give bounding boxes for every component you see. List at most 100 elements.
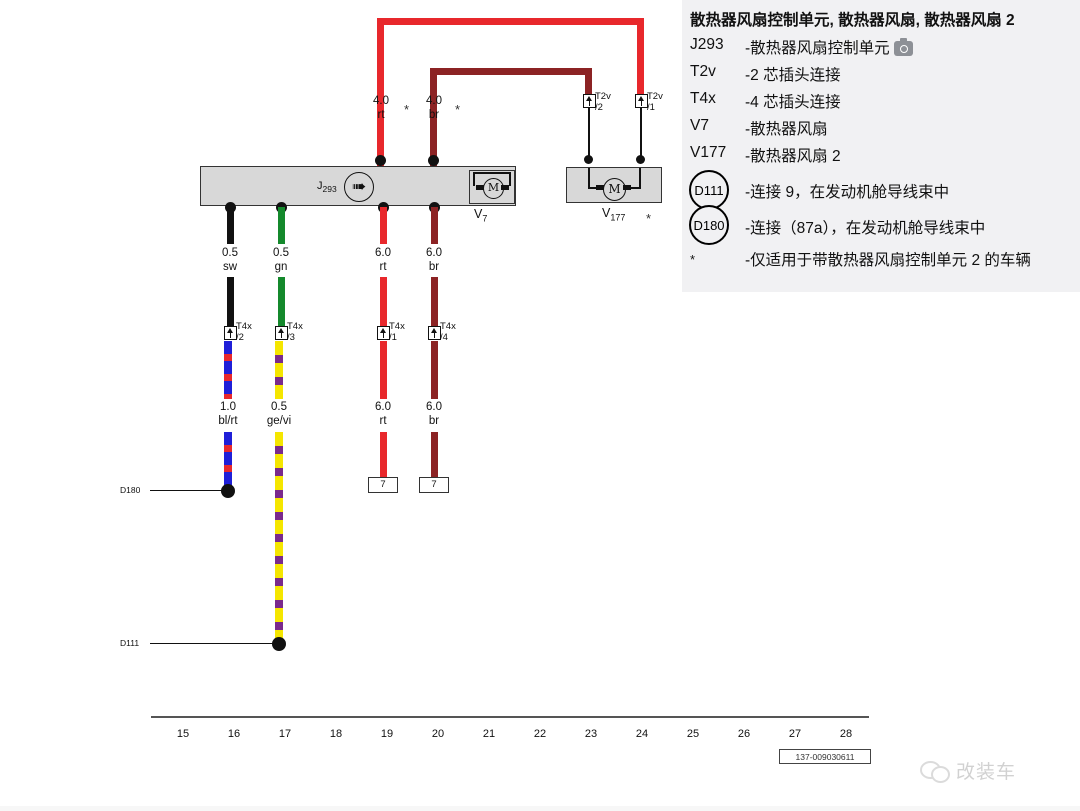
- wire-top-rt-horizontal: [377, 18, 644, 25]
- wire-rt-upper: [380, 207, 387, 244]
- fan-v177-box[interactable]: M: [566, 167, 662, 203]
- wire-blrt-to-d180: [224, 432, 232, 488]
- legend-desc-d180: -连接（87a），在发动机舱导线束中: [745, 220, 986, 237]
- wire-gevi-to-d111: [275, 432, 283, 644]
- legend-row-t2v: T2v -2 芯插头连接: [682, 63, 1080, 89]
- legend-key-v177: V177: [690, 144, 727, 161]
- connector-arrow-icon: [278, 328, 285, 334]
- legend-row-j293: J293 -散热器风扇控制单元: [682, 36, 1080, 62]
- wechat-bubble-small: [931, 765, 950, 783]
- v7-left-wire: [473, 172, 475, 186]
- connector-label-t4x-3: T4x/3: [287, 321, 303, 343]
- ruler-number-18: 18: [329, 728, 343, 740]
- connector-stem-icon: [433, 332, 436, 338]
- wire-top-br-drop: [585, 68, 592, 94]
- part-number-box: 137-009030611: [779, 749, 871, 764]
- wire-br-mid: [431, 341, 438, 399]
- connector-t4x-3[interactable]: [275, 326, 288, 340]
- fuse-7-br[interactable]: 7: [419, 477, 449, 493]
- splice-dot-d180: [221, 484, 235, 498]
- legend-row-note: * -仅适用于带散热器风扇控制单元 2 的车辆: [682, 248, 1080, 274]
- v7-top-wire: [473, 172, 511, 174]
- wire-br-upper: [431, 207, 438, 244]
- connector-arrow-icon: [431, 328, 438, 334]
- v177-terminal-left: [596, 185, 604, 190]
- asterisk-top-rt: *: [404, 102, 410, 117]
- connector-label-t4x-4: T4x/4: [440, 321, 456, 343]
- legend-desc-asterisk: -仅适用于带散热器风扇控制单元 2 的车辆: [745, 252, 1031, 269]
- wire-rt-lower: [380, 277, 387, 326]
- connector-label-t4x-1: T4x/1: [389, 321, 405, 343]
- fuse-7-rt[interactable]: 7: [368, 477, 398, 493]
- ruler-number-19: 19: [380, 728, 394, 740]
- connector-label-t4x-2: T4x/2: [236, 321, 252, 343]
- legend-key-d180: D180: [689, 205, 729, 245]
- thyristor-icon: ➠: [344, 172, 374, 202]
- connector-arrow-icon: [380, 328, 387, 334]
- fan-v7-outline: [469, 170, 515, 204]
- ruler-number-25: 25: [686, 728, 700, 740]
- connector-t4x-1[interactable]: [377, 326, 390, 340]
- connector-t4x-2[interactable]: [224, 326, 237, 340]
- junction-dot-top-rt: [375, 155, 386, 166]
- wire-rt-mid: [380, 341, 387, 399]
- connector-t2v-1[interactable]: [635, 94, 648, 108]
- asterisk-v177: *: [646, 211, 652, 226]
- legend-panel: 散热器风扇控制单元, 散热器风扇, 散热器风扇 2 J293 -散热器风扇控制单…: [682, 0, 1080, 292]
- wire-top-br-horizontal: [430, 68, 592, 75]
- legend-desc-d111: -连接 9，在发动机舱导线束中: [745, 184, 950, 201]
- splice-label-d111: D111: [120, 638, 140, 648]
- wire-blrt-upper: [224, 341, 232, 399]
- ruler-number-21: 21: [482, 728, 496, 740]
- legend-key-v7: V7: [690, 117, 709, 134]
- junction-dot-top-br: [428, 155, 439, 166]
- wire-sw-lower: [227, 277, 234, 326]
- wire-gn-upper: [278, 207, 285, 244]
- wire-br-lower: [431, 277, 438, 326]
- connector-arrow-icon: [638, 96, 645, 102]
- junction-dot-v177-left: [584, 155, 593, 164]
- legend-row-v177: V177 -散热器风扇 2: [682, 144, 1080, 170]
- wire-top-br-vertical: [430, 68, 437, 168]
- v7-terminal-left: [476, 184, 484, 190]
- wire-top-rt-drop: [637, 18, 644, 94]
- wire-t2v1-to-v177: [640, 108, 642, 160]
- v177-right-lead: [639, 168, 641, 188]
- control-unit-j293[interactable]: J293 ➠ M: [200, 166, 516, 206]
- ruler-number-15: 15: [176, 728, 190, 740]
- legend-key-t2v: T2v: [690, 63, 716, 80]
- fan-v177-label: V177: [602, 206, 626, 223]
- connector-label-t2v-2: T2v/2: [595, 91, 611, 113]
- wire-sw-upper: [227, 207, 234, 244]
- junction-dot-v177-right: [636, 155, 645, 164]
- watermark-text: 改装车: [956, 762, 1017, 783]
- leader-line-d111: [150, 643, 280, 645]
- legend-key-t4x: T4x: [690, 90, 716, 107]
- legend-row-t4x: T4x -4 芯插头连接: [682, 90, 1080, 116]
- legend-desc-t2v: -2 芯插头连接: [745, 67, 841, 84]
- wire-top-rt-vertical: [377, 18, 384, 168]
- ruler-number-20: 20: [431, 728, 445, 740]
- legend-key-asterisk: *: [690, 252, 696, 267]
- v7-terminal-right: [501, 184, 509, 190]
- fan-v7-box: M: [469, 170, 515, 204]
- splice-dot-d111: [272, 637, 286, 651]
- ruler-number-26: 26: [737, 728, 751, 740]
- wire-br-to-fuse: [431, 432, 438, 477]
- connector-t4x-4[interactable]: [428, 326, 441, 340]
- splice-label-d180: D180: [120, 485, 141, 495]
- ruler-number-17: 17: [278, 728, 292, 740]
- legend-row-v7: V7 -散热器风扇: [682, 117, 1080, 143]
- v177-left-lead: [588, 168, 590, 188]
- legend-desc-v7: -散热器风扇: [745, 121, 828, 138]
- ruler-number-23: 23: [584, 728, 598, 740]
- page-bottom-edge: [0, 806, 1080, 811]
- leader-line-d180: [150, 490, 228, 492]
- connector-t2v-2[interactable]: [583, 94, 596, 108]
